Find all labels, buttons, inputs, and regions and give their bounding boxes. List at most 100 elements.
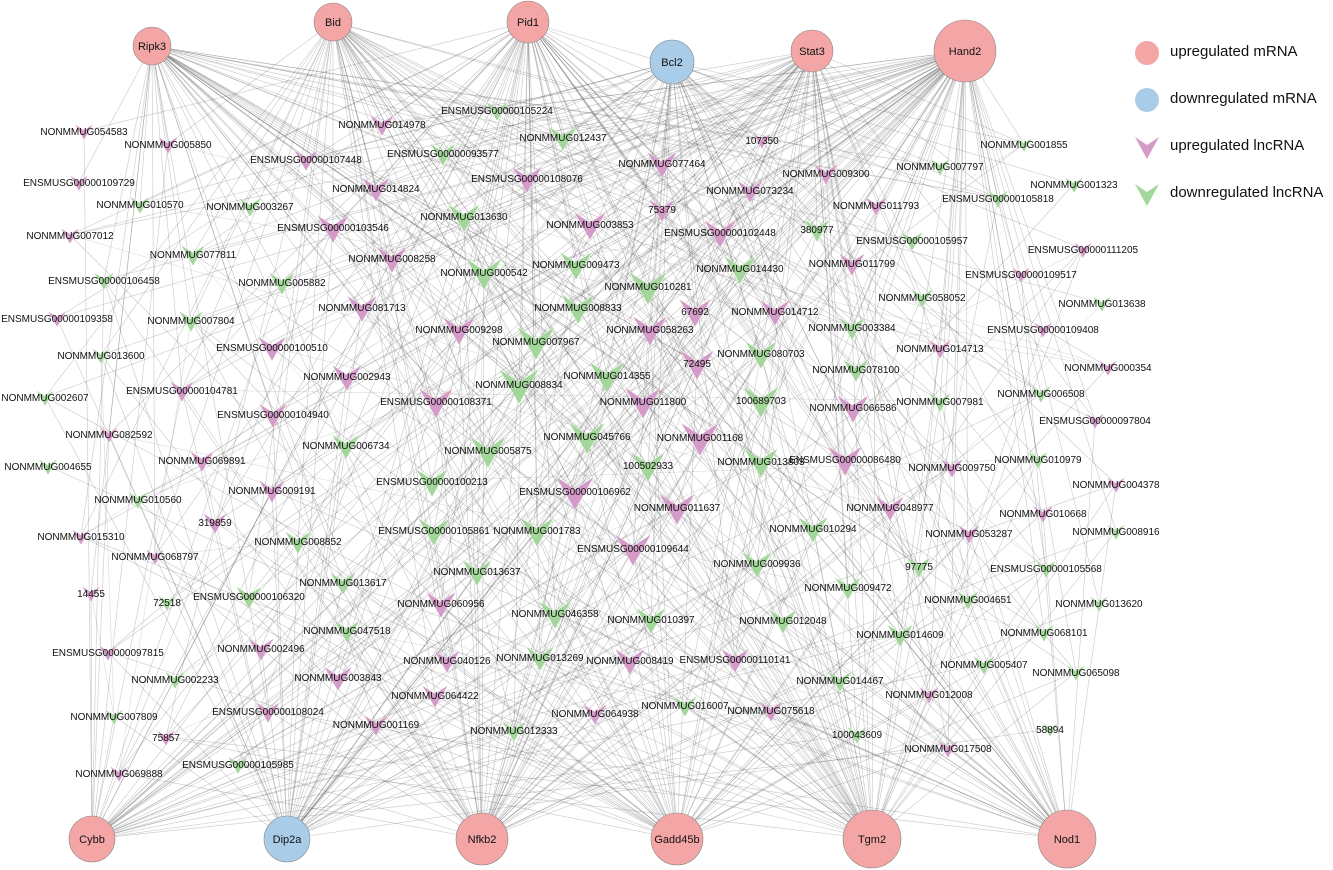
edge	[760, 50, 966, 354]
edge	[481, 383, 520, 840]
edge	[139, 61, 673, 205]
edge	[676, 512, 1044, 840]
arrowhead-shape	[425, 591, 457, 619]
edge	[214, 521, 596, 714]
edge	[496, 109, 999, 199]
arrowhead-shape	[1030, 385, 1052, 404]
edge	[139, 203, 1109, 368]
edge	[346, 21, 529, 377]
edge	[375, 50, 966, 189]
edge	[91, 400, 437, 840]
edge	[577, 306, 873, 840]
edge	[375, 50, 813, 189]
node-label: NONMMUG008852	[254, 537, 342, 548]
node-label: NONMMUG007797	[896, 162, 984, 173]
edge	[91, 328, 651, 840]
edge	[332, 21, 442, 604]
edge	[332, 21, 478, 572]
node-label: ENSMUSG00000103546	[277, 223, 389, 234]
node-label: ENSMUSG00000109408	[987, 325, 1099, 336]
edge	[496, 50, 966, 111]
edge	[107, 50, 813, 653]
edge	[267, 710, 1068, 840]
node-label: NONMMUG078100	[812, 365, 900, 376]
edge	[332, 21, 489, 451]
arrowhead-shape	[81, 586, 101, 603]
edge	[91, 658, 736, 840]
arrowhead-shape	[929, 158, 951, 177]
edge	[431, 458, 1039, 482]
edge	[100, 354, 115, 717]
edge	[44, 396, 288, 840]
arrowhead-shape	[498, 368, 540, 405]
edge	[671, 61, 846, 460]
edge	[671, 61, 818, 230]
downregulated-lncrna-node: NONMMUG004651	[924, 590, 1012, 611]
node-label: NONMMUG046358	[511, 609, 599, 620]
arrowhead-shape	[38, 459, 58, 476]
edge	[481, 464, 649, 840]
edge	[332, 21, 465, 217]
node-label: ENSMUSG00000105818	[942, 194, 1054, 205]
downregulated-mrna-node: Bcl2	[649, 39, 695, 85]
edge	[536, 50, 813, 531]
mrna-circle	[1037, 809, 1097, 869]
edge	[90, 45, 153, 594]
edge	[151, 45, 841, 681]
arrowhead-shape	[333, 620, 361, 644]
edge	[286, 723, 377, 840]
arrowhead-shape	[1089, 596, 1109, 613]
edge	[527, 21, 841, 681]
node-label: NONMMUG007981	[896, 397, 984, 408]
node-label: NONMMUG045766	[543, 432, 631, 443]
downregulated-lncrna-node: ENSMUSG00000105861	[378, 517, 490, 547]
mrna-label: Bid	[325, 17, 341, 29]
edge	[481, 506, 678, 840]
node-label: NONMMUG016007	[641, 701, 729, 712]
edge	[1066, 483, 1117, 840]
edge	[267, 710, 483, 840]
node-label: NONMMUG058052	[878, 293, 966, 304]
edge	[676, 679, 841, 840]
edge	[527, 21, 577, 265]
edge	[855, 368, 1068, 840]
node-label: 75379	[648, 205, 676, 216]
edge	[361, 306, 678, 840]
upregulated-lncrna-node: 14455	[77, 586, 105, 603]
edge	[481, 231, 721, 840]
edge	[151, 45, 758, 564]
arrowhead-shape	[797, 516, 829, 544]
edge	[332, 21, 999, 199]
node-label: NONMMUG009750	[908, 463, 996, 474]
edge	[174, 143, 1025, 680]
edge	[286, 529, 538, 840]
edge	[103, 279, 483, 840]
edge	[190, 50, 966, 321]
edge	[286, 530, 1117, 840]
edge	[770, 709, 1068, 840]
edge	[811, 50, 930, 695]
upregulated-lncrna-node: 107350	[745, 133, 779, 150]
edge	[286, 581, 344, 840]
edge	[761, 139, 818, 230]
node-label: NONMMUG009472	[804, 583, 892, 594]
downregulated-lncrna-node: NONMMUG006734	[302, 434, 390, 460]
node-label: ENSMUSG00000104940	[217, 410, 329, 421]
downregulated-lncrna-node: NONMMUG046358	[511, 600, 599, 630]
upregulated-lncrna-node: NONMMUG009191	[228, 480, 316, 504]
edge	[481, 139, 763, 840]
edge	[281, 281, 483, 840]
downregulated-lncrna-node: NONMMUG001783	[493, 517, 581, 548]
edge	[431, 480, 678, 840]
edge	[434, 694, 678, 840]
downregulated-lncrna-node: NONMMUG010281	[604, 271, 692, 306]
node-label: ENSMUSG00000106962	[519, 487, 631, 498]
mrna-circle	[455, 812, 509, 866]
edge	[483, 271, 1068, 840]
arrowhead-shape	[433, 650, 461, 674]
node-label: NONMMUG010397	[607, 615, 695, 626]
arrowhead-shape	[956, 590, 980, 611]
node-label: NONMMUG047518	[303, 626, 391, 637]
edge	[535, 50, 813, 342]
downregulated-lncrna-node: ENSMUSG00000105985	[182, 756, 294, 775]
